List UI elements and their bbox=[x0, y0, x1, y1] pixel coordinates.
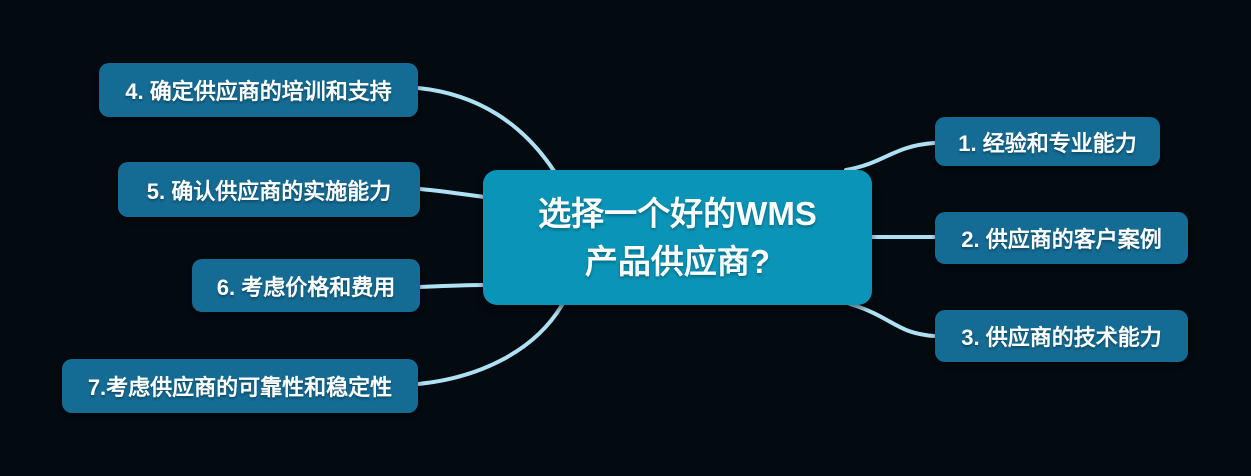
connector-branch-4 bbox=[416, 86, 556, 173]
branch-node-5[interactable]: 5. 确认供应商的实施能力 bbox=[118, 162, 420, 217]
branch-node-6[interactable]: 6. 考虑价格和费用 bbox=[192, 259, 420, 312]
connector-branch-3 bbox=[848, 302, 936, 338]
branch-label-2: 2. 供应商的客户案例 bbox=[961, 227, 1162, 252]
connector-branch-7 bbox=[416, 303, 564, 386]
central-topic-label: 选择一个好的WMS 产品供应商? bbox=[538, 194, 817, 280]
branch-node-2[interactable]: 2. 供应商的客户案例 bbox=[935, 212, 1188, 264]
branch-label-1: 1. 经验和专业能力 bbox=[958, 130, 1137, 156]
connector-branch-1 bbox=[844, 141, 936, 172]
central-topic-node[interactable]: 选择一个好的WMS 产品供应商? bbox=[483, 170, 872, 305]
branch-label-4: 4. 确定供应商的培训和支持 bbox=[125, 79, 392, 104]
connector-branch-5 bbox=[418, 187, 486, 199]
branch-node-1[interactable]: 1. 经验和专业能力 bbox=[935, 117, 1160, 166]
branch-label-7: 7.考虑供应商的可靠性和稳定性 bbox=[87, 375, 393, 400]
branch-node-3[interactable]: 3. 供应商的技术能力 bbox=[935, 310, 1188, 362]
branch-label-3: 3. 供应商的技术能力 bbox=[961, 325, 1162, 350]
connector-branch-6 bbox=[418, 283, 486, 289]
branch-node-4[interactable]: 4. 确定供应商的培训和支持 bbox=[99, 63, 418, 117]
branch-node-7[interactable]: 7.考虑供应商的可靠性和稳定性 bbox=[62, 359, 418, 413]
branch-label-6: 6. 考虑价格和费用 bbox=[216, 274, 396, 300]
branch-label-5: 5. 确认供应商的实施能力 bbox=[146, 178, 392, 204]
